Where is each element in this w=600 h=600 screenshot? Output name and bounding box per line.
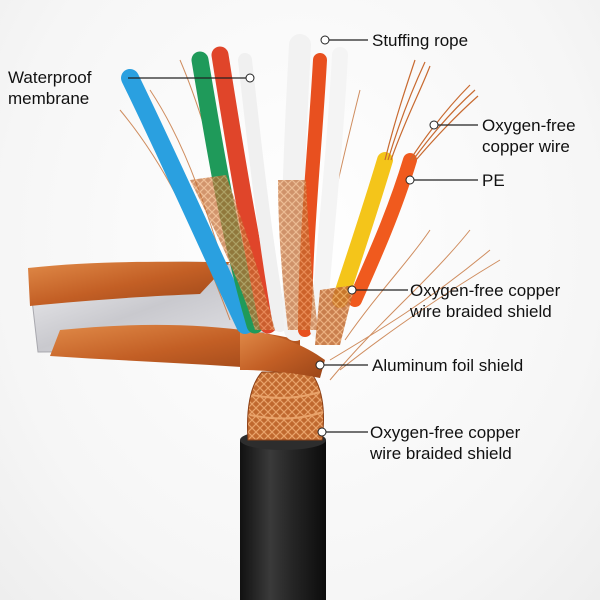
inner-braided-shield	[190, 175, 355, 345]
label-text: Stuffing rope	[372, 31, 469, 50]
copper-wire-tips	[384, 59, 479, 161]
label-inner-braided-shield: Oxygen-free copper wire braided shield	[410, 280, 560, 322]
label-aluminum-foil-shield: Aluminum foil shield	[372, 355, 523, 376]
label-text-line-2: wire braided shield	[370, 444, 512, 463]
label-waterproof-membrane: Waterproof membrane	[8, 67, 91, 109]
label-text-line-1: Waterproof	[8, 68, 92, 87]
label-text-line-1: Oxygen-free copper	[410, 281, 561, 300]
outer-jacket	[240, 430, 326, 600]
label-text-line-1: Oxygen-free	[482, 116, 576, 135]
label-pe: PE	[482, 170, 505, 191]
label-text-line-1: Oxygen-free copper	[370, 423, 521, 442]
label-text: Aluminum foil shield	[372, 356, 524, 375]
label-stuffing-rope: Stuffing rope	[372, 30, 468, 51]
label-text-line-2: wire braided shield	[410, 302, 552, 321]
label-text: PE	[482, 171, 505, 190]
label-text-line-2: membrane	[8, 89, 90, 108]
foil-shield	[28, 261, 325, 378]
label-oxygen-free-copper-wire: Oxygen-free copper wire	[482, 115, 576, 157]
label-text-line-2: copper wire	[482, 137, 570, 156]
label-outer-braided-shield: Oxygen-free copper wire braided shield	[370, 422, 520, 464]
outer-braided-shield	[247, 371, 324, 441]
leader-lines	[128, 35, 478, 437]
